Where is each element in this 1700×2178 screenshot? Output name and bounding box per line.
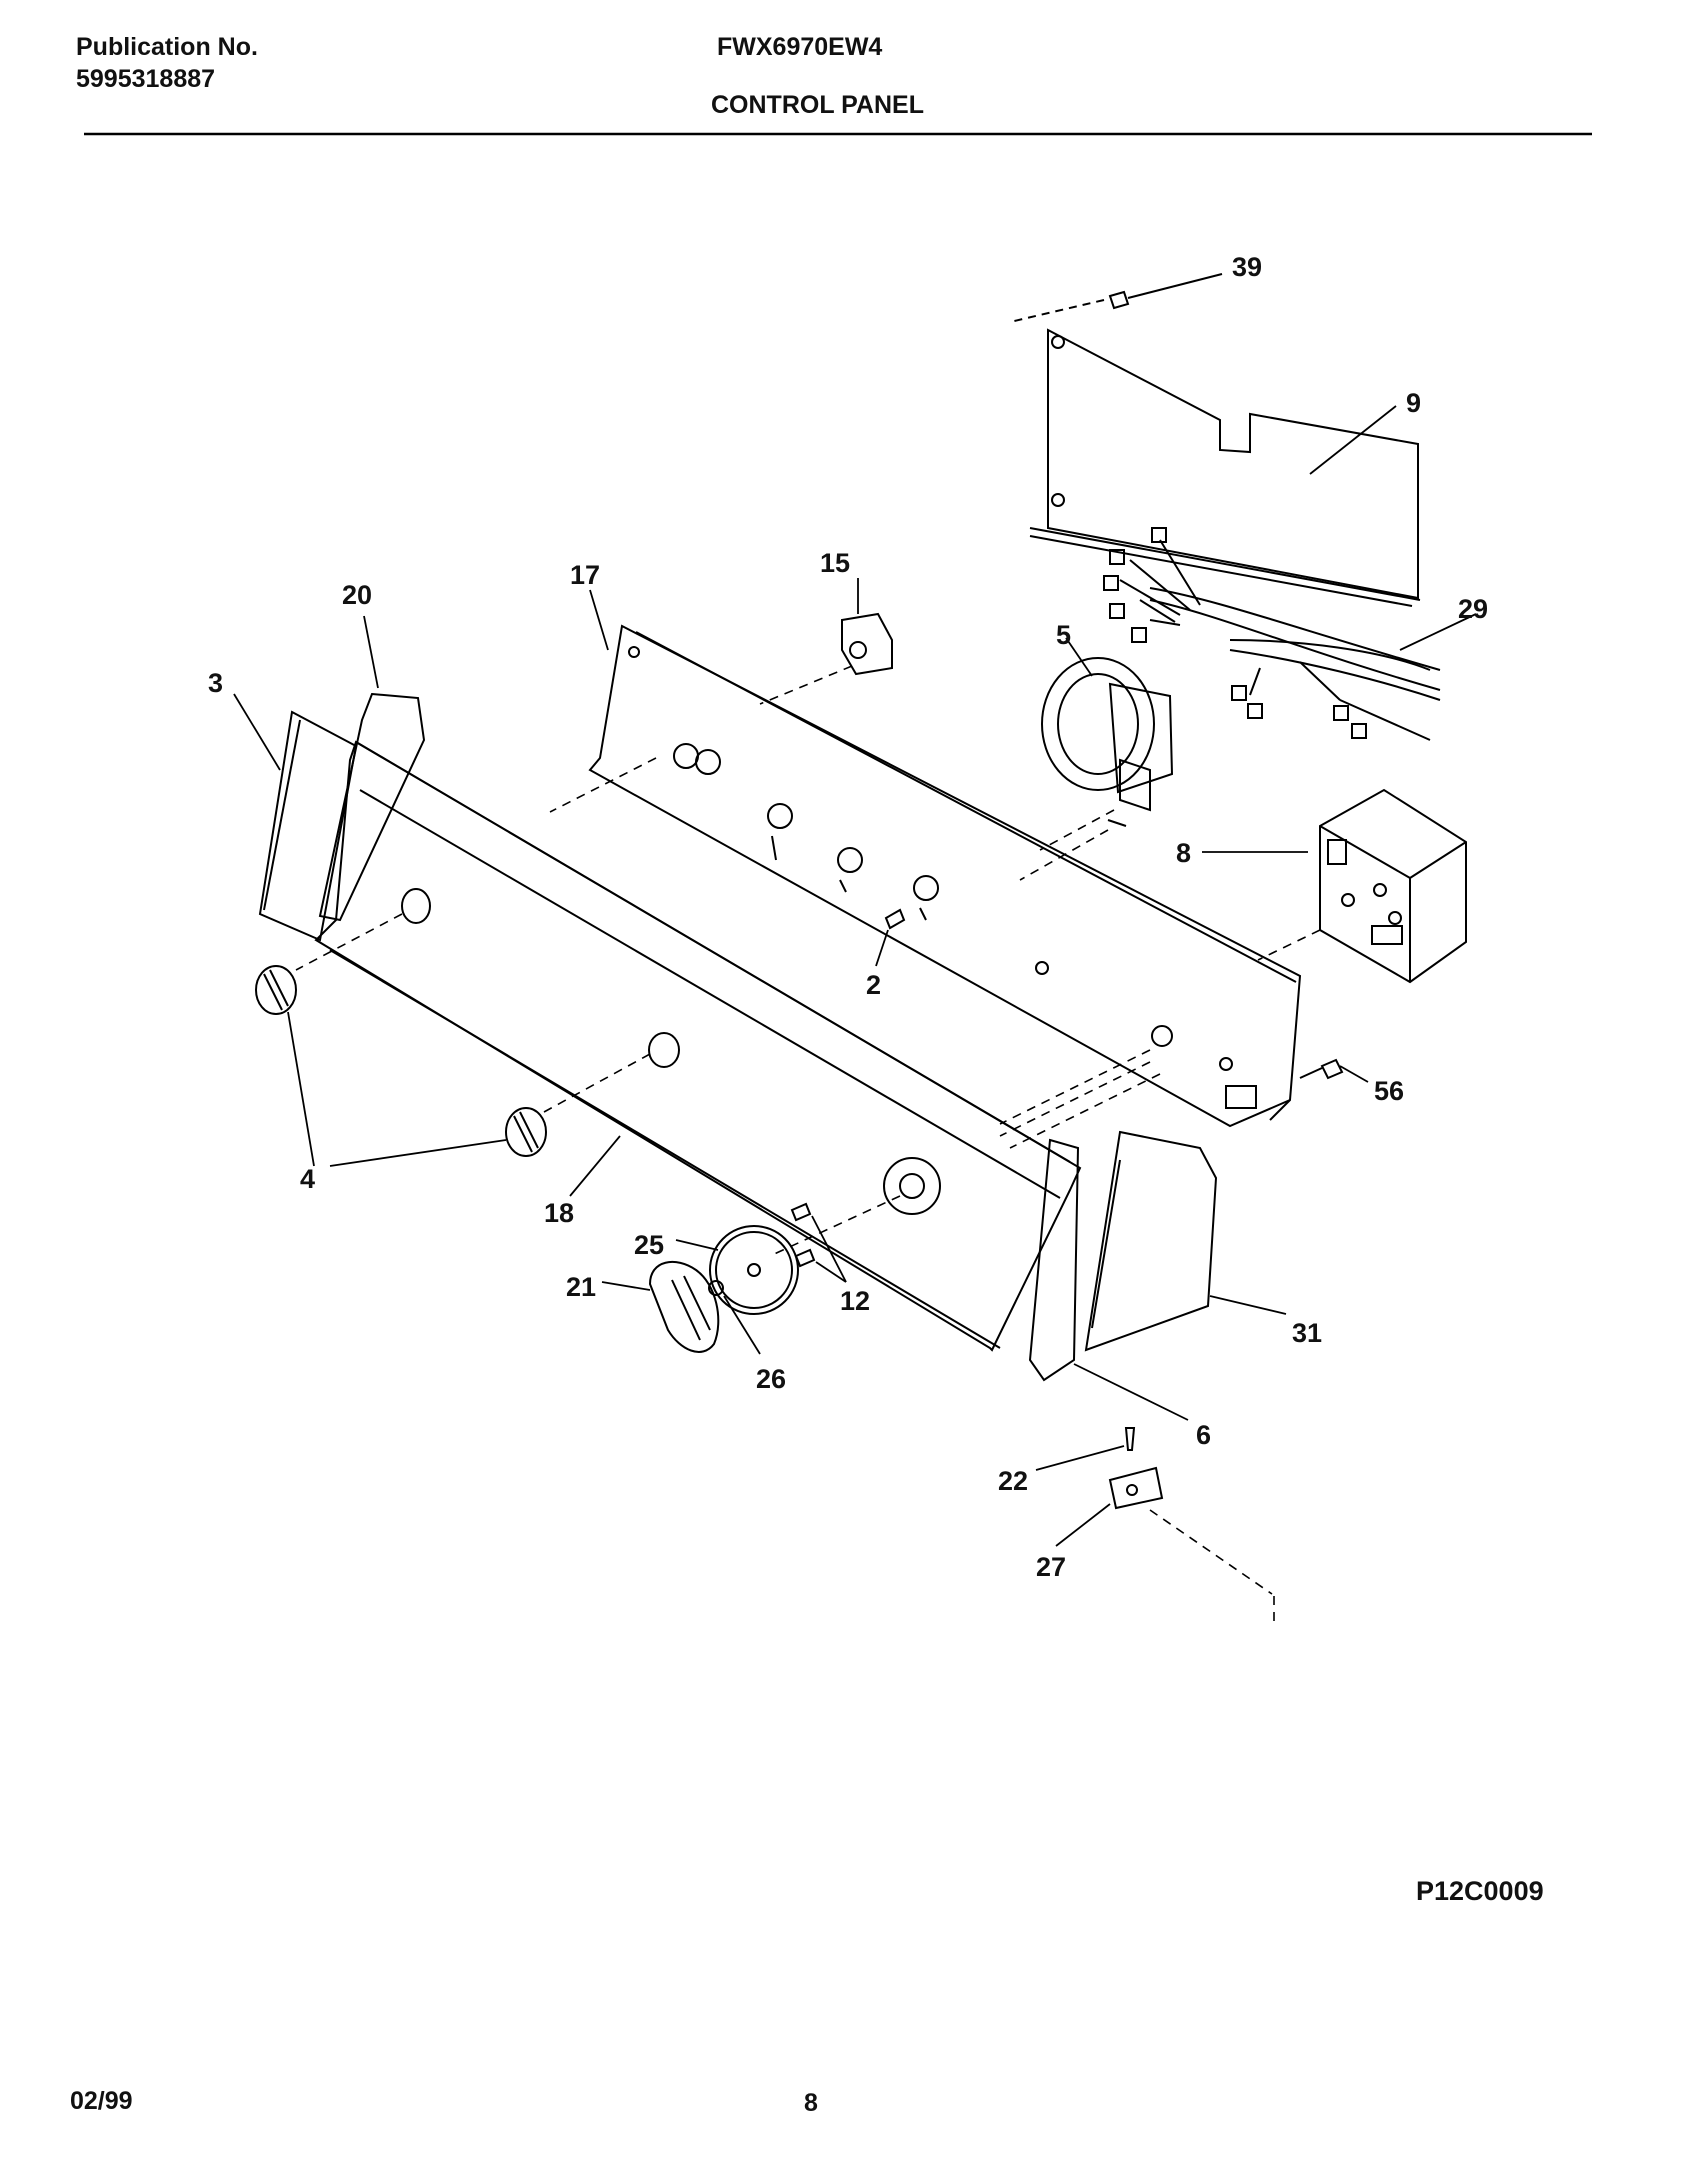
clip-27-part bbox=[1108, 1466, 1164, 1510]
screw-12a-part bbox=[790, 1202, 812, 1222]
screw-39-part bbox=[1108, 273, 1223, 310]
callout-12: 12 bbox=[840, 1286, 870, 1316]
callout-17: 17 bbox=[570, 560, 600, 590]
callout-8: 8 bbox=[1176, 838, 1191, 868]
callout-56: 56 bbox=[1374, 1076, 1404, 1106]
callout-6: 6 bbox=[1196, 1420, 1211, 1450]
callout-26: 26 bbox=[756, 1364, 786, 1394]
callout-5: 5 bbox=[1056, 620, 1071, 650]
knob-4-lower-part bbox=[505, 1107, 547, 1157]
screw-22-part bbox=[1124, 1427, 1136, 1451]
screw-56-part bbox=[1320, 1058, 1344, 1080]
callout-18: 18 bbox=[544, 1198, 574, 1228]
screw-12b-part bbox=[794, 1248, 816, 1268]
dial-25-part bbox=[709, 1225, 799, 1315]
callout-4: 4 bbox=[300, 1164, 315, 1194]
spring-26-part bbox=[708, 1280, 724, 1296]
callout-leaders bbox=[233, 405, 1477, 1547]
knob-4-upper-part bbox=[255, 965, 297, 1015]
callout-31: 31 bbox=[1292, 1318, 1322, 1348]
rear-cover-part bbox=[1047, 328, 1419, 600]
callout-2: 2 bbox=[866, 970, 881, 1000]
wiring-harness-part bbox=[1103, 527, 1441, 741]
console-18-part bbox=[314, 740, 1082, 1352]
section-title: CONTROL PANEL bbox=[711, 91, 924, 119]
bracket-20-part bbox=[318, 692, 426, 922]
callout-27: 27 bbox=[1036, 1552, 1066, 1582]
callout-9: 9 bbox=[1406, 388, 1421, 418]
screw-2-part bbox=[884, 908, 906, 930]
callout-3: 3 bbox=[208, 668, 223, 698]
illustration-code: P12C0009 bbox=[1416, 1876, 1544, 1906]
bracket-31-part bbox=[1084, 1130, 1218, 1352]
pressure-switch-5-part bbox=[1041, 657, 1174, 827]
control-panel-plate-17-part bbox=[588, 624, 1302, 1128]
knob-21-part bbox=[648, 1261, 720, 1353]
switch-15-part bbox=[841, 612, 893, 676]
callout-25: 25 bbox=[634, 1230, 664, 1260]
callout-22: 22 bbox=[998, 1466, 1028, 1496]
callout-39: 39 bbox=[1232, 252, 1262, 282]
footer-date: 02/99 bbox=[70, 2087, 133, 2115]
page-number: 8 bbox=[804, 2089, 818, 2117]
end-cap-3-part bbox=[258, 710, 358, 942]
assembly-guide-lines bbox=[295, 665, 1321, 1626]
callout-20: 20 bbox=[342, 580, 372, 610]
callout-29: 29 bbox=[1458, 594, 1488, 624]
timer-8-part bbox=[1319, 788, 1467, 984]
publication-label: Publication No. bbox=[76, 33, 258, 61]
end-cap-6-part bbox=[1028, 1138, 1080, 1382]
model-number: FWX6970EW4 bbox=[717, 33, 883, 61]
callout-21: 21 bbox=[566, 1272, 596, 1302]
publication-number: 5995318887 bbox=[76, 65, 216, 93]
callout-15: 15 bbox=[820, 548, 850, 578]
